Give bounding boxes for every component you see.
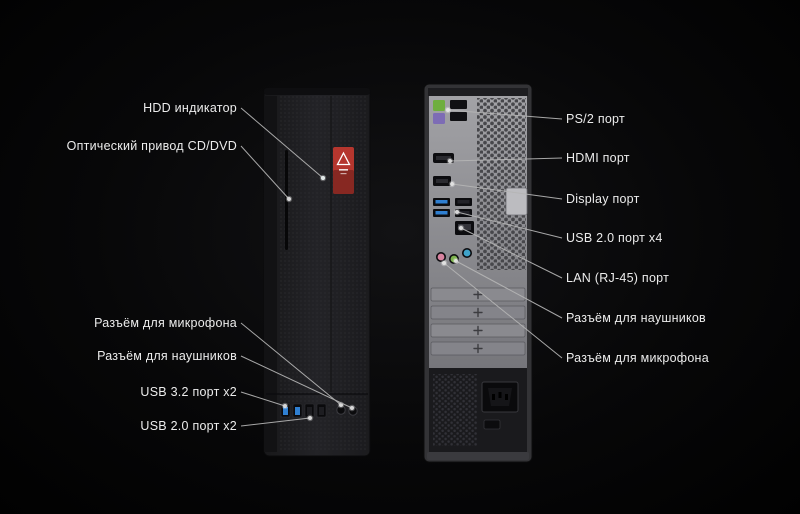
label-rear-lan-port: LAN (RJ-45) порт: [566, 271, 670, 285]
optical-drive-slot: [285, 150, 288, 250]
callout-rear-ps2: [444, 106, 563, 120]
label-front-usb32-ports: USB 3.2 порт x2: [140, 385, 237, 399]
callout-front-optical-drive: [240, 145, 293, 203]
label-rear-ps2-port: PS/2 порт: [566, 112, 625, 126]
label-front-optical-drive: Оптический привод CD/DVD: [66, 139, 237, 153]
label-rear-hdmi-port: HDMI порт: [566, 151, 630, 165]
callout-rear-headphone-jack: [452, 257, 563, 319]
label-front-headphone-jack: Разъём для наушников: [97, 349, 237, 363]
callout-front-headphone-jack: [240, 355, 356, 412]
ps2-port-top: [433, 100, 445, 111]
label-front-mic-jack: Разъём для микрофона: [94, 316, 237, 330]
power-switch: [483, 419, 501, 430]
psu-area: [429, 368, 527, 452]
label-rear-mic-jack: Разъём для микрофона: [566, 351, 709, 365]
ps2-port-bottom: [433, 113, 445, 124]
callout-rear-hdmi: [446, 157, 563, 165]
latch-tab: [505, 187, 528, 216]
label-front-hdd-indicator: HDD индикатор: [143, 101, 237, 115]
callout-front-hdd-indicator: [240, 107, 327, 182]
line-in-jack-rear: [463, 249, 471, 257]
brand-badge: [333, 147, 354, 194]
label-rear-headphone-jack: Разъём для наушников: [566, 311, 706, 325]
label-rear-display-port: Display порт: [566, 192, 640, 206]
callout-rear-displayport: [448, 180, 563, 200]
callout-front-usb32: [240, 391, 289, 410]
callout-rear-mic-jack: [440, 259, 563, 359]
delta-triangle-logo: [336, 151, 351, 166]
label-rear-usb20-ports: USB 2.0 порт x4: [566, 231, 663, 245]
front-tower-illustration: [263, 87, 371, 457]
front-io-ports: [280, 403, 358, 418]
callout-rear-usb20: [453, 208, 563, 239]
mic-jack-rear: [437, 253, 445, 261]
callout-front-usb20: [240, 414, 314, 427]
label-front-usb20-ports: USB 2.0 порт x2: [140, 419, 237, 433]
callout-rear-lan: [457, 224, 563, 279]
rear-tower-illustration: [423, 83, 533, 463]
honeycomb-vent: [477, 98, 526, 270]
